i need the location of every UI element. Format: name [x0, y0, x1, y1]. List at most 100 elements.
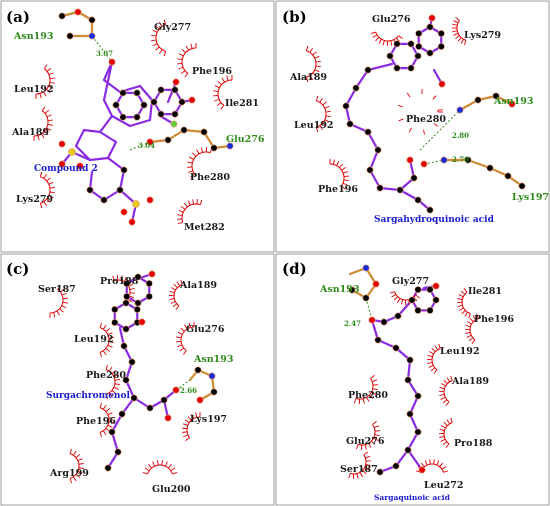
c-chain-atom — [128, 358, 136, 366]
d-leu192-contact-arc — [426, 343, 441, 375]
a-core-bond — [110, 114, 132, 128]
b-leu192-arc-spoke — [324, 119, 330, 123]
a-ring2-carbon-atom — [157, 86, 165, 94]
a-core-bond — [128, 118, 152, 128]
c-lys197-arc-spoke — [187, 416, 192, 421]
d-asn-atom — [348, 286, 356, 294]
d-ala189-arc-spoke — [443, 379, 448, 384]
a-asn-n-atom — [88, 32, 96, 40]
a-glu-atom — [200, 128, 208, 136]
d-ala189-contact-arc — [438, 375, 453, 407]
c-leu192-arc-spoke — [102, 350, 107, 356]
a-ring1-carbon-atom — [133, 113, 141, 121]
c-ring1-carbon-atom — [123, 279, 131, 287]
b-glu276-arc-spoke — [372, 34, 378, 38]
c-chain-atom — [122, 376, 130, 384]
a-lys279-contact-arc — [39, 171, 55, 209]
c-phe280-arc-spoke — [113, 374, 119, 378]
d-phe280-arc-spoke — [369, 394, 374, 399]
panel-d-residue-ile281: Ile281 — [468, 286, 502, 297]
d-ring1-carbon-atom — [426, 286, 434, 294]
d-ala189-arc-spoke — [440, 396, 446, 400]
b-ala189-arc-spoke — [312, 51, 317, 56]
b-o3-atom — [406, 156, 414, 164]
c-tail-atom — [118, 410, 126, 418]
b-phe196-arc-spoke — [336, 161, 340, 166]
panel-c-residue-lys197: Lys197 — [190, 414, 227, 425]
c-lys197-contact-arc — [182, 412, 201, 441]
panel-b-residue-phe280: Phe280 — [406, 114, 446, 125]
a-ring2-carbon-atom — [171, 86, 179, 94]
b-lys279-arc-spoke — [455, 35, 460, 39]
panel-a-residue-glu276: Glu276 — [226, 134, 265, 145]
d-leu192-arc-spoke — [433, 369, 438, 375]
b-phe280-arc-spoke — [432, 95, 437, 100]
b-leu192-arc-spoke — [315, 95, 319, 101]
b-phe196-arc-spoke — [332, 159, 336, 165]
d-phe280-arc-spoke — [366, 397, 370, 402]
a-phe280-contact-arc — [187, 146, 213, 178]
b-ring2-carbon-atom — [426, 49, 434, 57]
d-ala189-arc-path — [443, 380, 453, 403]
c-o1-atom — [138, 318, 146, 326]
b-ring2-carbon-atom — [437, 29, 445, 37]
c-glu276-arc-spoke — [177, 331, 183, 335]
d-leu272-arc-spoke — [424, 460, 428, 466]
a-leu192-arc-spoke — [48, 85, 54, 89]
d-ala189-arc-spoke — [439, 386, 445, 390]
c-lys197-arc-spoke — [185, 437, 190, 441]
a-leu192-arc-spoke — [46, 89, 51, 94]
a-phe280-arc-spoke — [196, 149, 200, 155]
a-ala189-arc-spoke — [44, 131, 49, 136]
c-glu200-arc-spoke — [168, 463, 172, 469]
b-chain-bond — [368, 148, 380, 172]
b-phe196-arc-spoke — [343, 175, 349, 177]
d-co-bond — [406, 448, 424, 472]
a-ala189-arc-spoke — [47, 123, 53, 126]
b-glu276-arc-spoke — [378, 39, 382, 44]
panel-b-hbond-distance-1: 2.80 — [452, 131, 469, 140]
d-phe280-arc-path — [355, 378, 374, 400]
c-ring1-carbon-atom — [134, 299, 142, 307]
b-phe196-arc-spoke — [343, 171, 349, 174]
a-s02-atom — [132, 200, 140, 208]
c-pro188-arc-spoke — [112, 275, 115, 281]
c-phe196-arc-spoke — [107, 412, 113, 416]
a-glu-n-atom — [226, 142, 234, 150]
panel-b-border — [275, 0, 550, 253]
d-o3-atom — [368, 316, 376, 324]
a-phe280-arc-spoke — [187, 161, 193, 164]
d-leu192-arc-spoke — [428, 364, 434, 368]
a-ring3-atom — [116, 186, 124, 194]
c-lys197-arc-spoke — [182, 423, 188, 426]
a-leu192-arc-spoke — [43, 64, 48, 69]
a-gly277-arc-spoke — [151, 39, 157, 42]
d-ring1-carbon-atom — [414, 286, 422, 294]
c-glu200-arc-spoke — [164, 461, 168, 467]
b-lys279-arc-spoke — [457, 37, 462, 42]
c-glu200-contact-arc — [142, 460, 178, 475]
d-ser187-arc-spoke — [356, 473, 359, 479]
c-glu276-arc-path — [180, 326, 195, 351]
d-ile281-arc-spoke — [459, 307, 464, 311]
d-ile281-arc-spoke — [468, 313, 471, 319]
c-ala189-arc-spoke — [169, 298, 175, 300]
panel-d-hbond-distance: 2.47 — [344, 319, 361, 328]
d-phe196-arc-spoke — [465, 324, 471, 328]
d-pro188-arc-spoke — [442, 441, 448, 446]
d-ser187-arc-spoke — [364, 467, 370, 471]
b-chain-atom — [396, 186, 404, 194]
d-pro188-arc-spoke — [439, 428, 445, 432]
d-phe280-arc-spoke — [372, 379, 378, 382]
d-phe196-arc-spoke — [465, 332, 471, 334]
panel-a-compound-name: Compound 2 — [34, 164, 98, 174]
b-ring1-carbon-atom — [386, 52, 394, 60]
c-lys197-arc-spoke — [182, 427, 188, 430]
d-ser187-arc-spoke — [359, 472, 363, 477]
a-lys279-arc-spoke — [39, 171, 43, 177]
d-leu192-arc-spoke — [427, 362, 433, 364]
d-glu276-arc-spoke — [368, 443, 372, 448]
panel-a-residue-lys279: Lys279 — [16, 194, 53, 205]
c-ring1-carbon-atom — [123, 292, 131, 300]
c-ser187-arc-spoke — [59, 308, 64, 313]
